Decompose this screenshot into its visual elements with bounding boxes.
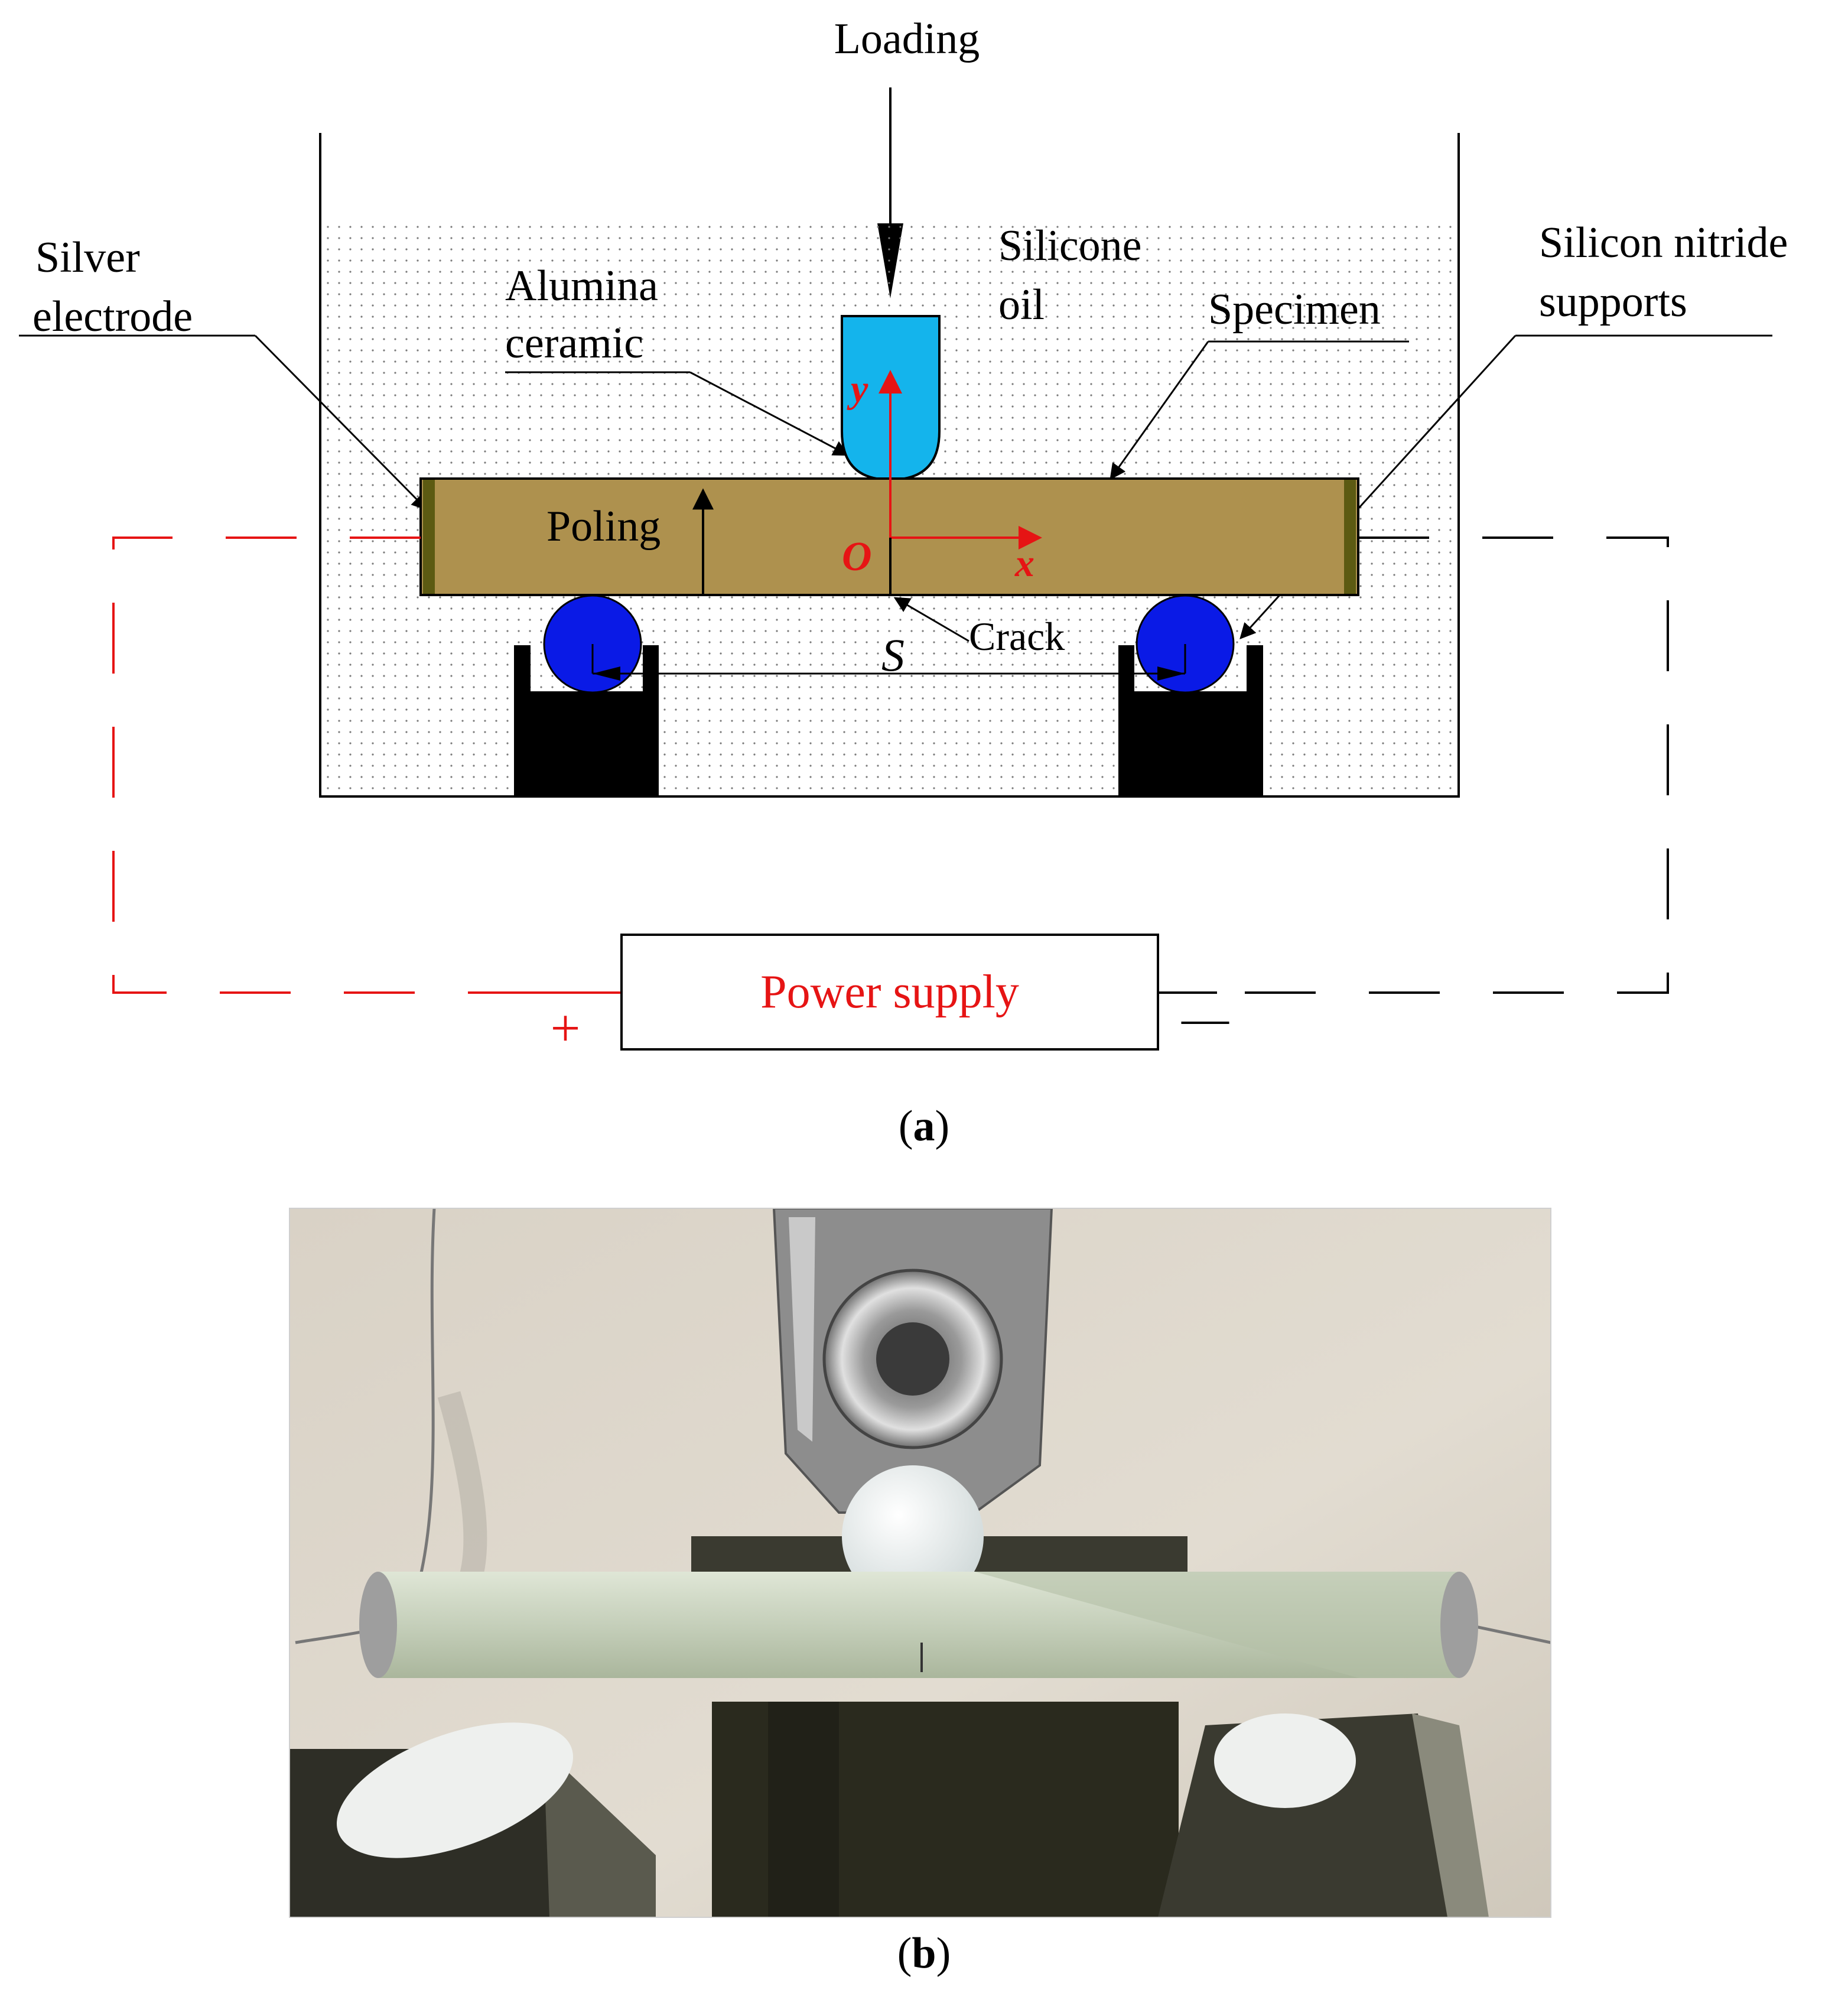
silicon-nitride-label-line2: supports bbox=[1539, 278, 1687, 326]
loading-label: Loading bbox=[834, 15, 980, 63]
minus-terminal-label: — bbox=[1181, 993, 1229, 1045]
loading-head-highlight bbox=[789, 1217, 815, 1442]
silver-electrode-leader bbox=[254, 334, 428, 510]
positive-wire bbox=[112, 536, 620, 994]
alumina-leader bbox=[689, 371, 850, 456]
y-axis-label: y bbox=[847, 368, 868, 411]
bar-shading bbox=[975, 1572, 1459, 1678]
span-arrowhead-left bbox=[593, 666, 620, 681]
power-supply-box bbox=[620, 934, 1159, 1051]
schematic-panel-a: Loading Silicone oil Silicon nitride sup… bbox=[19, 15, 1788, 1150]
power-supply-label: Power supply bbox=[760, 966, 1019, 1018]
photo-roller-left bbox=[337, 1722, 573, 1858]
silicon-nitride-label-line1: Silicon nitride bbox=[1539, 219, 1788, 267]
photo-support-right-edge bbox=[1412, 1713, 1489, 1917]
silicone-oil-label-line1: Silicone bbox=[998, 222, 1142, 270]
specimen-label: Specimen bbox=[1208, 285, 1381, 334]
support-fixture-left bbox=[514, 645, 659, 796]
caption-b: (b) bbox=[897, 1929, 951, 1978]
span-label: S bbox=[881, 629, 905, 681]
silver-electrode-right bbox=[1344, 480, 1356, 594]
silver-electrode-label-line2: electrode bbox=[32, 292, 193, 341]
plus-terminal-label: + bbox=[551, 999, 581, 1058]
photo-frame bbox=[289, 1208, 1551, 1918]
span-arrowhead-right bbox=[1157, 666, 1185, 681]
caption-a: (a) bbox=[899, 1102, 949, 1150]
bath-container-walls bbox=[319, 133, 1460, 798]
photo-panel-b bbox=[289, 1208, 1551, 1917]
support-fixture-right bbox=[1118, 645, 1263, 796]
crack-leader bbox=[893, 597, 969, 642]
alumina-label-line2: ceramic bbox=[505, 319, 643, 368]
silver-electrode-blob-left bbox=[359, 1572, 397, 1678]
negative-wire bbox=[1158, 536, 1669, 994]
photo-support-left-face bbox=[544, 1749, 656, 1917]
central-fixture-shade bbox=[768, 1702, 839, 1917]
bolt-socket bbox=[876, 1322, 949, 1396]
specimen-leader bbox=[1110, 341, 1209, 480]
lead-wire-left bbox=[295, 1208, 436, 1644]
silicone-oil-label-line2: oil bbox=[998, 281, 1045, 329]
alumina-label-line1: Alumina bbox=[505, 262, 658, 310]
crack-label: Crack bbox=[969, 614, 1065, 659]
wire-shadow bbox=[437, 1391, 487, 1594]
silver-electrode-left bbox=[423, 480, 435, 594]
photo-roller-right bbox=[1214, 1713, 1356, 1808]
poling-label: Poling bbox=[546, 502, 661, 551]
silver-electrode-label-line1: Silver bbox=[35, 233, 140, 282]
silver-electrode-blob-right bbox=[1440, 1572, 1478, 1678]
x-axis-label: x bbox=[1014, 542, 1034, 585]
origin-label: O bbox=[842, 534, 872, 580]
